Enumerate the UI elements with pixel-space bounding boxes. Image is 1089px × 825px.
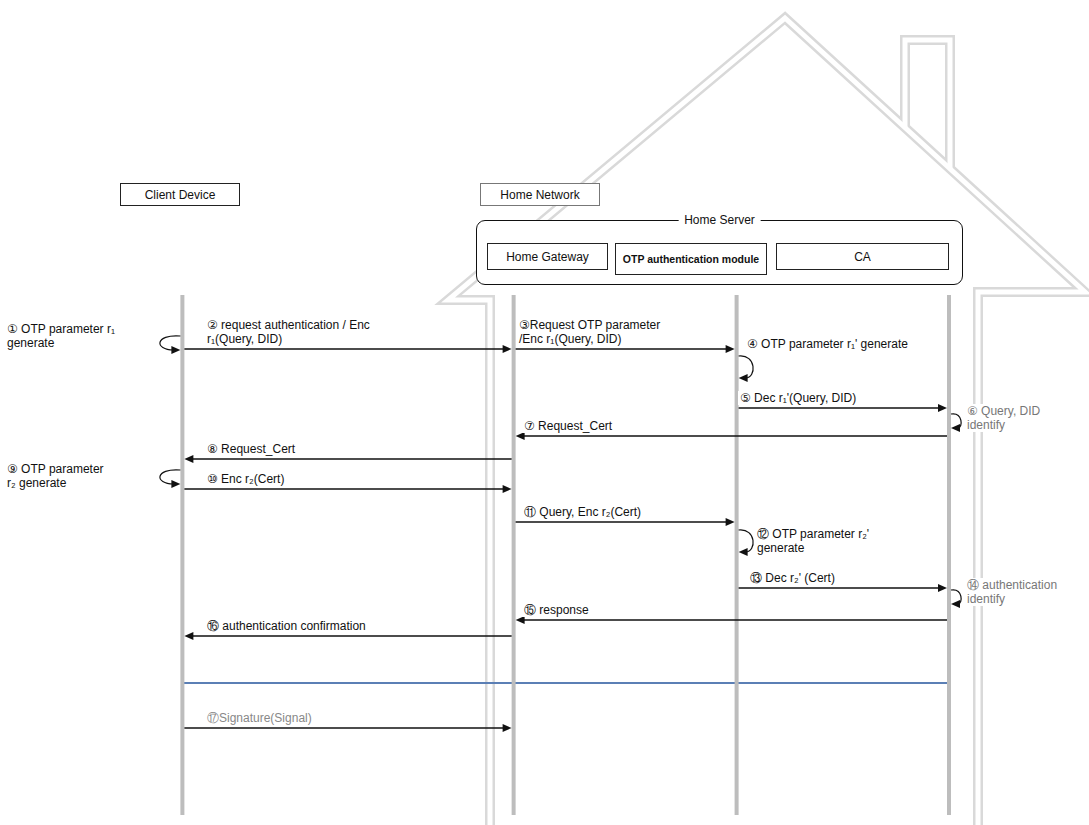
message-arrow [184, 455, 511, 463]
self-loop-arrow [160, 336, 180, 354]
server-group: Home ServerHome GatewayOTP authenticatio… [476, 220, 963, 285]
step-label: ⑭ authentication identify [965, 578, 1081, 606]
self-loop-arrow [951, 590, 961, 608]
message-arrow [184, 632, 511, 640]
self-loop-arrow [160, 470, 180, 488]
message-arrow [739, 404, 947, 412]
arrow-head [938, 404, 947, 412]
arrow-head [503, 724, 512, 732]
box-label: OTP authentication module [618, 251, 764, 267]
arrow-head [171, 346, 180, 354]
arrow-head [503, 485, 512, 493]
separator-line [183, 682, 949, 684]
message-label: ⑩ Enc r₂(Cert) [205, 472, 286, 486]
arrow-head [951, 424, 960, 432]
message-arrow [184, 345, 511, 353]
step-label: ⑥ Query, DID identify [965, 404, 1061, 432]
arrow-head [516, 432, 525, 440]
message-label: ⑰Signature(Signal) [205, 711, 314, 725]
group-title: Home Server [678, 213, 761, 227]
message-line [516, 348, 727, 349]
message-label: ⑧ Request_Cert [205, 442, 297, 456]
house-chimney-inner [905, 40, 950, 169]
participant-box: OTP authentication module [615, 243, 767, 275]
self-loop-arrow [739, 530, 754, 556]
message-arrow [516, 432, 947, 440]
step-label: ④ OTP parameter r₁' generate [745, 337, 910, 351]
loop-curve [739, 356, 754, 378]
box-label: CA [849, 248, 876, 266]
message-line [184, 348, 503, 349]
step-label: ⑨ OTP parameter r₂ generate [5, 462, 117, 490]
message-line [524, 435, 947, 436]
arrow-head [503, 345, 512, 353]
participant-box: CA [776, 243, 949, 270]
lifeline [512, 295, 516, 815]
message-arrow [184, 485, 511, 493]
lifeline [735, 295, 739, 815]
message-label: ③Request OTP parameter /Enc r₁(Query, DI… [517, 318, 671, 346]
loop-curve [160, 336, 180, 350]
box-label: Client Device [140, 186, 221, 204]
lifeline [180, 295, 184, 815]
arrow-head [726, 518, 735, 526]
loop-curve [739, 530, 754, 552]
message-label: ⑤ Dec r₁'(Query, DID) [738, 391, 858, 405]
message-line [192, 635, 511, 636]
message-line [184, 488, 503, 489]
lifeline [947, 295, 951, 815]
loop-curve [160, 470, 180, 484]
message-line [739, 587, 939, 588]
message-label: ⑦ Request_Cert [522, 419, 614, 433]
message-line [184, 727, 503, 728]
message-line [739, 407, 939, 408]
arrow-head [516, 616, 525, 624]
arrow-head [171, 480, 180, 488]
message-arrow [516, 345, 735, 353]
box-label: Home Gateway [501, 248, 594, 266]
message-line [192, 458, 511, 459]
arrow-head [739, 374, 748, 382]
participant-box: Client Device [120, 183, 240, 206]
message-arrow [516, 616, 947, 624]
house-wall [448, 18, 1085, 825]
self-loop-arrow [739, 356, 754, 382]
house-wall-inner [448, 18, 1085, 825]
message-label: ② request authentication / Enc r₁(Query,… [205, 318, 409, 346]
network-box: Home Network [480, 183, 600, 206]
arrow-head [184, 632, 193, 640]
message-label: ⑮ response [522, 603, 591, 617]
arrow-head [739, 548, 748, 556]
message-arrow [184, 724, 511, 732]
message-arrow [739, 584, 947, 592]
self-loop-arrow [951, 414, 961, 432]
step-label: ① OTP parameter r₁ generate [5, 322, 117, 350]
step-label: ⑫ OTP parameter r₂' generate [755, 527, 884, 555]
arrow-head [951, 600, 960, 608]
message-line [524, 619, 947, 620]
message-label: ⑬ Dec r₂' (Cert) [748, 571, 837, 585]
box-label: Home Network [495, 186, 584, 204]
message-label: ⑪ Query, Enc r₂(Cert) [522, 505, 643, 519]
message-line [516, 521, 727, 522]
message-arrow [516, 518, 735, 526]
arrow-head [726, 345, 735, 353]
participant-box: Home Gateway [487, 243, 608, 270]
arrow-head [938, 584, 947, 592]
arrow-head [184, 455, 193, 463]
message-label: ⑯ authentication confirmation [205, 619, 368, 633]
